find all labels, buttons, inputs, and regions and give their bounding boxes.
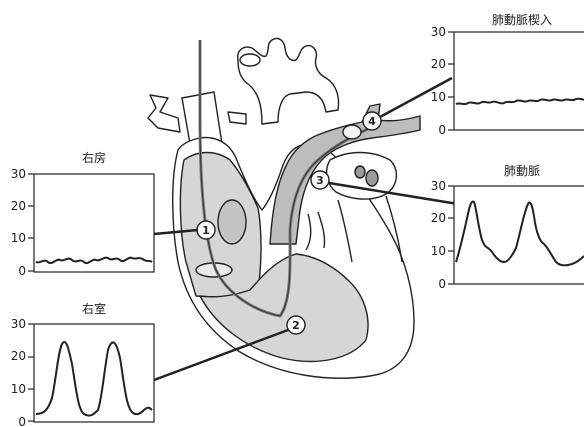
panel-rv-tick-10: 10 bbox=[11, 382, 26, 396]
panel-pulmonary-artery: 肺動脈 30 20 10 0 bbox=[431, 164, 584, 291]
aortic-arch bbox=[238, 38, 339, 124]
panel-pa-tick-30: 30 bbox=[431, 179, 446, 193]
panel-ra-tick-marks bbox=[28, 174, 34, 271]
panel-rv-ticks: 30 20 10 0 bbox=[11, 317, 26, 427]
marker-3: 3 bbox=[311, 171, 329, 189]
panel-ra-title: 右房 bbox=[82, 150, 106, 165]
panel-pcwp-ticks: 30 20 10 0 bbox=[431, 25, 446, 137]
panel-rv-tick-marks bbox=[28, 324, 34, 421]
balloon-tip bbox=[343, 125, 361, 139]
panel-pcwp-tick-20: 20 bbox=[431, 57, 446, 71]
marker-3-label: 3 bbox=[316, 174, 324, 187]
panel-rv-tick-30: 30 bbox=[11, 317, 26, 331]
marker-4: 4 bbox=[363, 112, 381, 130]
marker-2: 2 bbox=[287, 316, 305, 334]
panel-rv-title: 右室 bbox=[82, 301, 106, 316]
vessel-stub-right bbox=[228, 112, 246, 124]
vein-branch-left bbox=[148, 95, 180, 132]
panel-ra-tick-10: 10 bbox=[11, 231, 26, 245]
panel-pcwp-tick-10: 10 bbox=[431, 90, 446, 104]
panel-pa-ticks: 30 20 10 0 bbox=[431, 179, 446, 291]
panel-right-ventricle: 右室 30 20 10 0 bbox=[11, 301, 154, 427]
arch-vessel-opening bbox=[240, 54, 260, 66]
panel-ra-ticks: 30 20 10 0 bbox=[11, 167, 26, 278]
panel-pa-tick-0: 0 bbox=[438, 277, 446, 291]
panel-right-atrium: 右房 30 20 10 0 bbox=[11, 150, 154, 278]
panel-pcwp-title: 肺動脈楔入 bbox=[492, 13, 552, 27]
panel-pcwp-frame bbox=[454, 32, 584, 130]
marker-4-label: 4 bbox=[368, 115, 376, 128]
panel-rv-tick-0: 0 bbox=[18, 415, 26, 427]
panel-rv-frame bbox=[34, 324, 154, 422]
panel-pa-tick-10: 10 bbox=[431, 244, 446, 258]
panel-rv-tick-20: 20 bbox=[11, 349, 26, 363]
pulm-vein-2 bbox=[355, 166, 365, 178]
heart-illustration bbox=[148, 38, 420, 378]
panel-pcwp-tick-0: 0 bbox=[438, 123, 446, 137]
panel-pa-tick-marks bbox=[448, 186, 454, 284]
panel-ra-frame bbox=[34, 174, 154, 272]
panel-ra-tick-30: 30 bbox=[11, 167, 26, 181]
panel-ra-tick-0: 0 bbox=[18, 264, 26, 278]
marker-1-label: 1 bbox=[202, 224, 210, 237]
panel-pa-tick-20: 20 bbox=[431, 211, 446, 225]
marker-2-label: 2 bbox=[292, 319, 300, 332]
panel-pa-title: 肺動脈 bbox=[504, 164, 540, 178]
marker-1: 1 bbox=[197, 221, 215, 239]
pulm-vein-1 bbox=[366, 170, 378, 186]
atrial-fossa bbox=[218, 200, 246, 244]
panel-ra-tick-20: 20 bbox=[11, 199, 26, 213]
panel-pcwp-tick-30: 30 bbox=[431, 25, 446, 39]
panel-pcwp: 肺動脈楔入 30 20 10 0 bbox=[431, 13, 584, 137]
